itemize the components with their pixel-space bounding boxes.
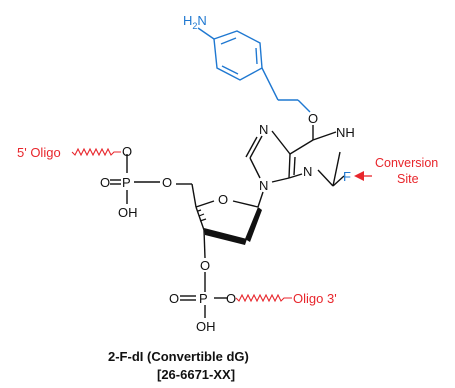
bottom-hydroxyl-label: OH bbox=[196, 319, 216, 334]
five-prime-oxygen-label: O bbox=[162, 175, 172, 190]
ether-oxygen-label: O bbox=[308, 111, 318, 126]
catalog-number-caption: [26-6671-XX] bbox=[157, 367, 235, 382]
bottom-phosphorus-label: P bbox=[199, 291, 208, 306]
n1h-label: NH bbox=[336, 125, 355, 140]
n7-label: N bbox=[259, 122, 268, 137]
n3-label: N bbox=[303, 164, 312, 179]
top-phosphorus-label: P bbox=[122, 175, 131, 190]
sugar-ring-oxygen-label: O bbox=[218, 192, 228, 207]
three-prime-oligo-label: Oligo 3' bbox=[293, 291, 337, 306]
top-double-oxygen-label: O bbox=[100, 175, 110, 190]
three-prime-oxygen-label: O bbox=[200, 258, 210, 273]
five-prime-oligo-label: 5' Oligo bbox=[17, 145, 61, 160]
bottom-double-oxygen-label: O bbox=[169, 291, 179, 306]
n9-label: N bbox=[259, 178, 268, 193]
sugar-wedge-bonds bbox=[204, 207, 262, 245]
aminophenethyl-linker bbox=[197, 27, 311, 113]
compound-name-caption: 2-F-dI (Convertible dG) bbox=[108, 349, 249, 364]
fluorine-label: F bbox=[343, 169, 351, 184]
conversion-label: Conversion bbox=[375, 156, 438, 170]
wavy-bonds bbox=[71, 147, 292, 303]
top-hydroxyl-label: OH bbox=[118, 205, 138, 220]
conversion-arrow bbox=[354, 171, 372, 181]
bottom-bridge-oxygen-label: O bbox=[226, 291, 236, 306]
amine-label: H2N bbox=[183, 13, 207, 31]
hashed-bond bbox=[197, 209, 207, 222]
molecule-bonds bbox=[110, 125, 345, 318]
top-bridge-oxygen-label: O bbox=[122, 144, 132, 159]
site-label: Site bbox=[397, 172, 419, 186]
